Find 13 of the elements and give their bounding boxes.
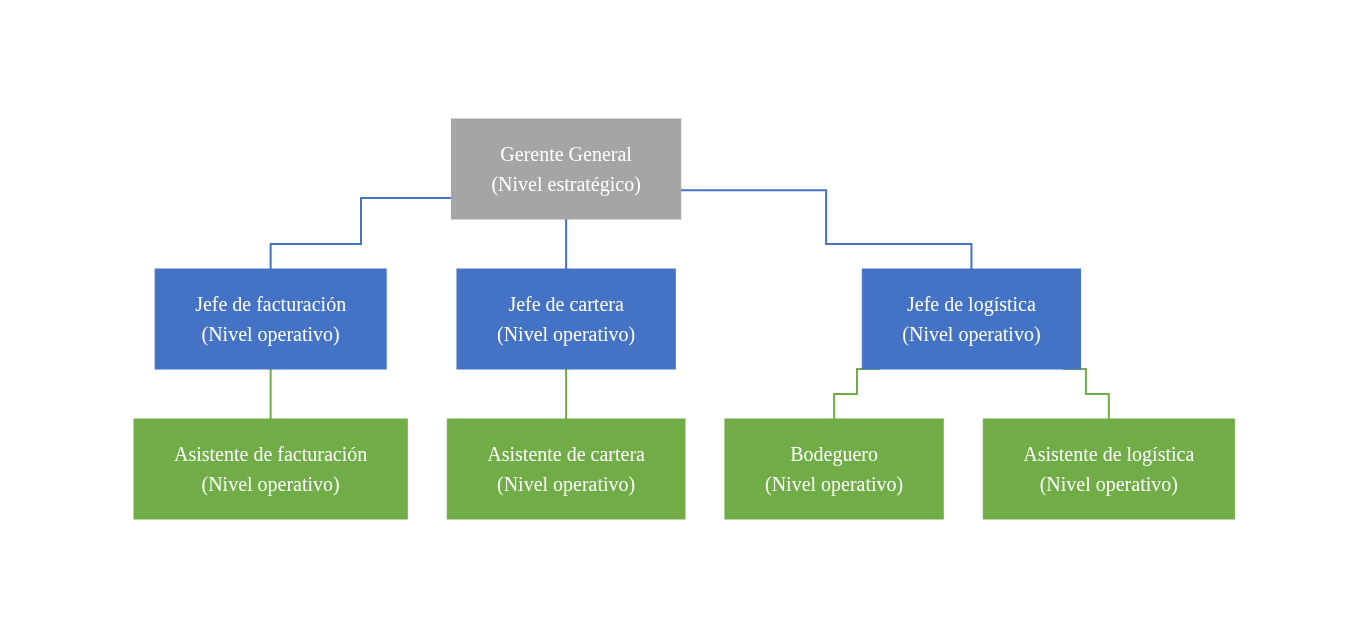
- node-box: Asistente de cartera (Nivel operativo): [446, 418, 686, 520]
- connector: [269, 368, 272, 420]
- connector: [564, 368, 567, 420]
- node-box: Asistente de facturación (Nivel operativo): [133, 418, 408, 520]
- node-box: Gerente General (Nivel estratégico): [450, 118, 682, 220]
- node-box: Jefe de logística (Nivel operativo): [861, 268, 1081, 370]
- node-box: Bodeguero (Nivel operativo): [724, 418, 944, 520]
- connector: [269, 197, 453, 270]
- connector: [564, 218, 567, 270]
- node-box: Jefe de facturación (Nivel operativo): [154, 268, 387, 370]
- node-box: Asistente de logística (Nivel operativo): [982, 418, 1235, 520]
- node-box: Jefe de cartera (Nivel operativo): [456, 268, 676, 370]
- connector: [679, 189, 973, 270]
